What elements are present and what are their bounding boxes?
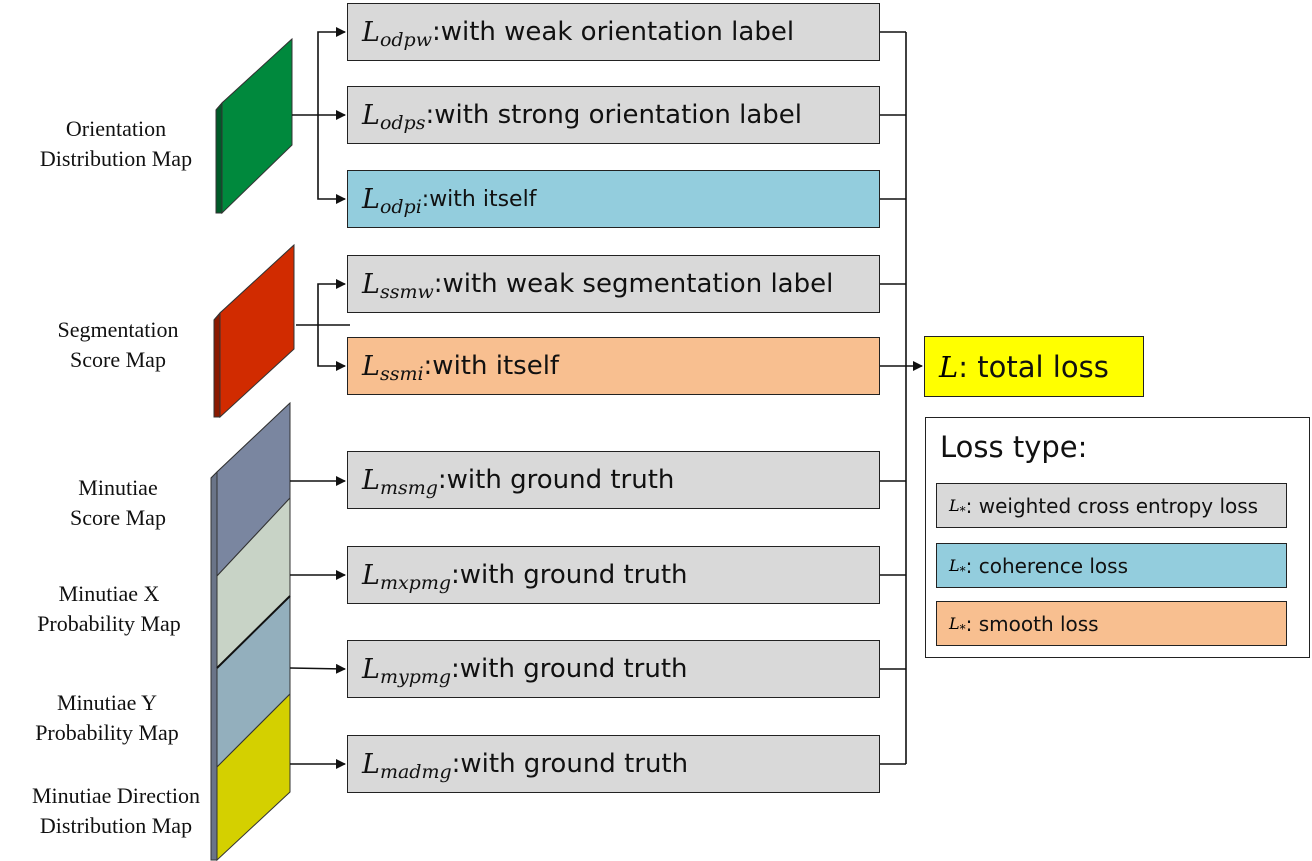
legend-symbol: L	[949, 496, 960, 515]
loss-symbol: L	[362, 653, 380, 685]
legend-symbol: L	[949, 614, 960, 633]
minutiae-stack-shape	[210, 401, 291, 861]
legend-subscript: *	[959, 621, 966, 636]
legend-symbol: L	[949, 556, 960, 575]
orientation-map-face	[221, 37, 293, 215]
legend-description: : smooth loss	[965, 611, 1099, 636]
legend-description: : coherence loss	[965, 553, 1128, 578]
loss-type-legend: Loss type: L*: weighted cross entropy lo…	[925, 417, 1310, 658]
total-loss-symbol: L	[939, 349, 959, 384]
legend-item-coherence: L*: coherence loss	[936, 543, 1287, 588]
loss-subscript: ssmi	[379, 363, 424, 385]
loss-subscript: msmg	[379, 477, 438, 499]
loss-subscript: odpw	[379, 29, 432, 51]
loss-description: :with ground truth	[451, 560, 688, 590]
legend-item-weighted-cross-entropy: L*: weighted cross entropy loss	[936, 483, 1287, 528]
loss-description: :with ground truth	[451, 654, 688, 684]
loss-description: :with itself	[421, 186, 537, 212]
loss-description: :with itself	[423, 351, 560, 381]
loss-symbol: L	[362, 16, 380, 48]
minutiae-connectors	[289, 476, 346, 769]
loss-description: :with weak orientation label	[431, 17, 795, 47]
legend-subscript: *	[959, 563, 966, 578]
loss-description: :with ground truth	[437, 465, 675, 495]
loss-subscript: odpi	[379, 196, 422, 218]
segmentation-connectors	[296, 279, 350, 371]
loss-symbol: L	[362, 350, 380, 382]
loss-description: :with ground truth	[451, 749, 689, 779]
loss-symbol: L	[362, 559, 380, 591]
legend-subscript: *	[959, 503, 966, 518]
legend-title: Loss type:	[940, 430, 1088, 464]
orientation-map-shape	[215, 37, 293, 215]
loss-subscript: ssmw	[379, 281, 434, 303]
orientation-connectors	[292, 27, 346, 204]
loss-subscript: madmg	[379, 761, 452, 783]
minutiae-direction-face	[216, 692, 291, 861]
loss-symbol: L	[362, 748, 380, 780]
loss-subscript: mypmg	[379, 666, 452, 688]
total-loss-box: L: total loss	[924, 336, 1144, 397]
loss-description: :with weak segmentation label	[433, 269, 834, 299]
segmentation-map-shape	[213, 243, 295, 419]
legend-item-smooth: L*: smooth loss	[936, 601, 1287, 646]
loss-symbol: L	[362, 464, 380, 496]
legend-description: : weighted cross entropy loss	[965, 493, 1259, 518]
loss-description: :with strong orientation label	[425, 100, 803, 130]
total-loss-label: : total loss	[958, 349, 1109, 384]
collector-bracket	[880, 31, 923, 765]
loss-symbol: L	[362, 99, 380, 131]
loss-subscript: odps	[379, 112, 426, 134]
loss-subscript: mxpmg	[379, 572, 452, 594]
loss-symbol: L	[362, 268, 380, 300]
loss-symbol: L	[362, 183, 380, 215]
